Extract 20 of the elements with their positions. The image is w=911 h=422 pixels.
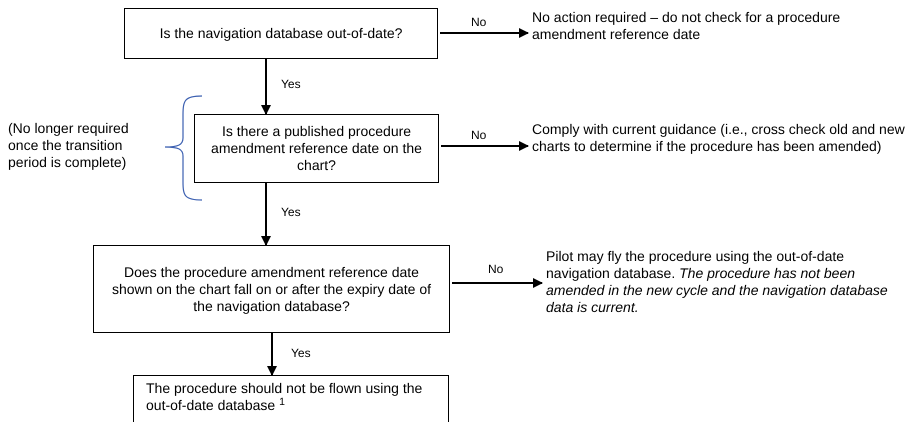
decision-box: The procedure should not be flown using the out-of-date database $^{1}$ [133, 375, 449, 422]
edge-label: No [470, 15, 488, 29]
edge-label: No [487, 262, 504, 276]
arrow [452, 278, 543, 288]
arrow [440, 28, 529, 38]
arrow [441, 141, 529, 151]
note-text: (No longer required once the transition period is complete) [8, 120, 130, 171]
arrow [261, 59, 271, 115]
arrow [261, 183, 271, 246]
decision-box: Is the navigation database out-of-date? [124, 8, 438, 59]
edge-label: Yes [280, 77, 302, 91]
edge-label: Yes [280, 205, 302, 219]
arrow [267, 333, 277, 376]
decision-box: Does the procedure amendment reference date shown on the chart fall on or after the expiry date of the navigation database? [93, 245, 450, 333]
decision-box: Is there a published procedure amendment reference date on the chart? [194, 114, 439, 183]
outcome-text: Pilot may fly the procedure using the out-of-date navigation database. The procedure has not been amended in the new cycle and the navigation database data is current. [546, 248, 906, 324]
edge-label: Yes [290, 346, 312, 360]
outcome-text: No action required – do not check for a procedure amendment reference date [532, 9, 902, 49]
outcome-text: Comply with current guidance (i.e., cross check old and new charts to determine if the procedure has been amended) [532, 121, 908, 177]
edge-label: No [470, 128, 488, 142]
